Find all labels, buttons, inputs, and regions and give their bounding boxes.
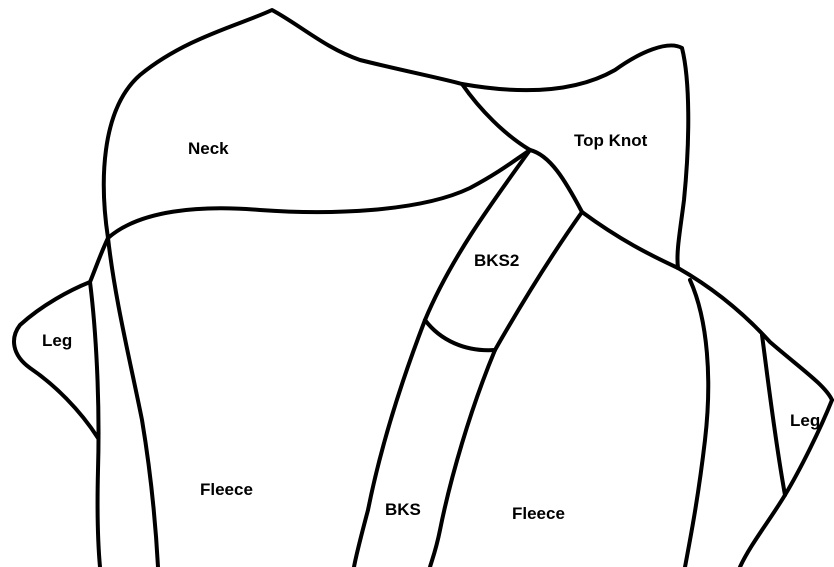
neck-label: Neck [188, 139, 229, 158]
right-leg-inner-line [762, 335, 785, 495]
neck-topknot-divider [462, 84, 530, 150]
neck-fleece-boundary [108, 150, 530, 238]
bks2-label: BKS2 [474, 251, 519, 270]
bks-label: BKS [385, 500, 421, 519]
right-shoulder-outline [678, 268, 832, 400]
left-fleece-inner-line [90, 282, 100, 567]
top-knot-lower-boundary [530, 150, 678, 268]
left-leg-label: Leg [42, 331, 72, 350]
right-leg-label: Leg [790, 411, 820, 430]
bks2-bottom-line [425, 320, 495, 350]
top-knot-label: Top Knot [574, 131, 648, 150]
right-fleece-label: Fleece [512, 504, 565, 523]
bks2-left-line [354, 150, 530, 567]
region-outlines [14, 10, 832, 567]
left-fleece-label: Fleece [200, 480, 253, 499]
right-fleece-boundary [685, 280, 708, 567]
top-knot-outline [462, 45, 688, 268]
left-fleece-outer-line [108, 238, 158, 567]
